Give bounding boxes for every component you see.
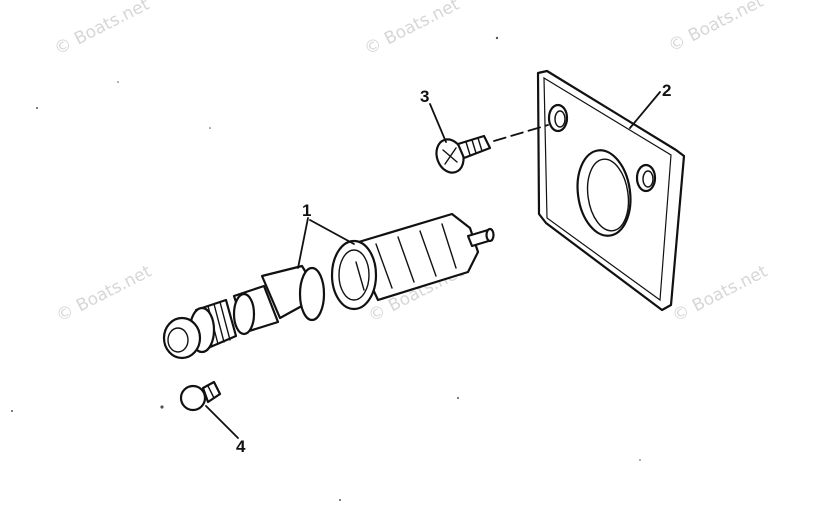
leader-lines bbox=[205, 91, 661, 439]
watermark: © Boats.net bbox=[53, 261, 155, 326]
callout-4: 4 bbox=[236, 437, 246, 456]
watermark: © Boats.net bbox=[51, 0, 153, 59]
mounting-plate bbox=[536, 69, 686, 312]
scan-speckles bbox=[11, 36, 641, 501]
watermark: © Boats.net bbox=[361, 0, 463, 59]
watermark: © Boats.net bbox=[665, 0, 767, 56]
lighter-assembly bbox=[162, 212, 495, 360]
bulb bbox=[179, 380, 222, 412]
screw bbox=[435, 124, 549, 174]
callout-2: 2 bbox=[662, 81, 671, 100]
callout-3: 3 bbox=[420, 87, 429, 106]
callout-1: 1 bbox=[302, 201, 311, 220]
watermark: © Boats.net bbox=[669, 261, 771, 326]
